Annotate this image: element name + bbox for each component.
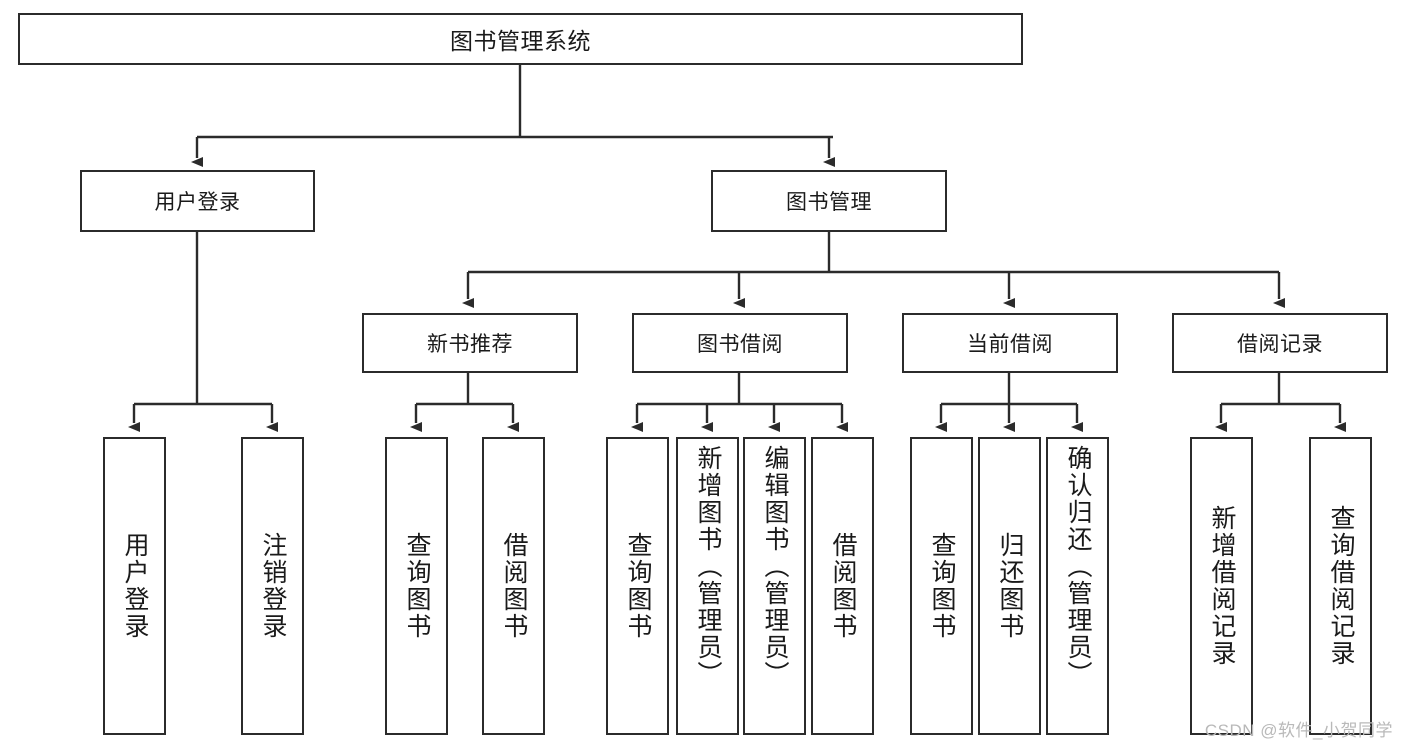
leaf-label: 注销登录 — [259, 532, 287, 640]
node-label: 当前借阅 — [967, 333, 1053, 356]
node-new-book-recommend[interactable]: 新书推荐 — [362, 313, 578, 373]
leaf-label: 借阅图书 — [500, 532, 528, 640]
leaf-query-book-recommend[interactable]: 查询图书 — [385, 437, 448, 735]
node-label: 图书借阅 — [697, 333, 783, 356]
leaf-borrow-book-recommend[interactable]: 借阅图书 — [482, 437, 545, 735]
leaf-query-book-current[interactable]: 查询图书 — [910, 437, 973, 735]
leaf-label: 查询借阅记录 — [1327, 505, 1355, 667]
leaf-confirm-return-admin[interactable]: 确认归还（管理员） — [1046, 437, 1109, 735]
node-current-borrow[interactable]: 当前借阅 — [902, 313, 1118, 373]
node-book-management[interactable]: 图书管理 — [711, 170, 947, 232]
node-borrow-record[interactable]: 借阅记录 — [1172, 313, 1388, 373]
node-book-borrow[interactable]: 图书借阅 — [632, 313, 848, 373]
node-root-book-management-system[interactable]: 图书管理系统 — [18, 13, 1023, 65]
leaf-label: 查询图书 — [624, 532, 652, 640]
node-label: 图书管理 — [786, 191, 872, 214]
watermark: CSDN @软件_小贺同学 — [1204, 721, 1393, 740]
leaf-user-logout[interactable]: 注销登录 — [241, 437, 304, 735]
leaf-user-login[interactable]: 用户登录 — [103, 437, 166, 735]
leaf-label: 编辑图书（管理员） — [761, 445, 789, 688]
node-label: 新书推荐 — [427, 333, 513, 356]
node-label: 用户登录 — [154, 191, 241, 214]
leaf-label: 新增图书（管理员） — [694, 445, 722, 688]
leaf-label: 归还图书 — [996, 532, 1024, 640]
leaf-add-borrow-record[interactable]: 新增借阅记录 — [1190, 437, 1253, 735]
leaf-label: 查询图书 — [928, 532, 956, 640]
leaf-label: 查询图书 — [403, 532, 431, 640]
node-user-login[interactable]: 用户登录 — [80, 170, 315, 232]
leaf-label: 新增借阅记录 — [1208, 505, 1236, 667]
leaf-return-book[interactable]: 归还图书 — [978, 437, 1041, 735]
leaf-add-book-admin[interactable]: 新增图书（管理员） — [676, 437, 739, 735]
node-label: 图书管理系统 — [450, 28, 591, 54]
leaf-query-borrow-record[interactable]: 查询借阅记录 — [1309, 437, 1372, 735]
leaf-label: 用户登录 — [121, 532, 149, 640]
leaf-label: 确认归还（管理员） — [1064, 445, 1092, 688]
node-label: 借阅记录 — [1237, 333, 1323, 356]
leaf-borrow-book-borrow[interactable]: 借阅图书 — [811, 437, 874, 735]
leaf-label: 借阅图书 — [829, 532, 857, 640]
leaf-query-book-borrow[interactable]: 查询图书 — [606, 437, 669, 735]
leaf-edit-book-admin[interactable]: 编辑图书（管理员） — [743, 437, 806, 735]
